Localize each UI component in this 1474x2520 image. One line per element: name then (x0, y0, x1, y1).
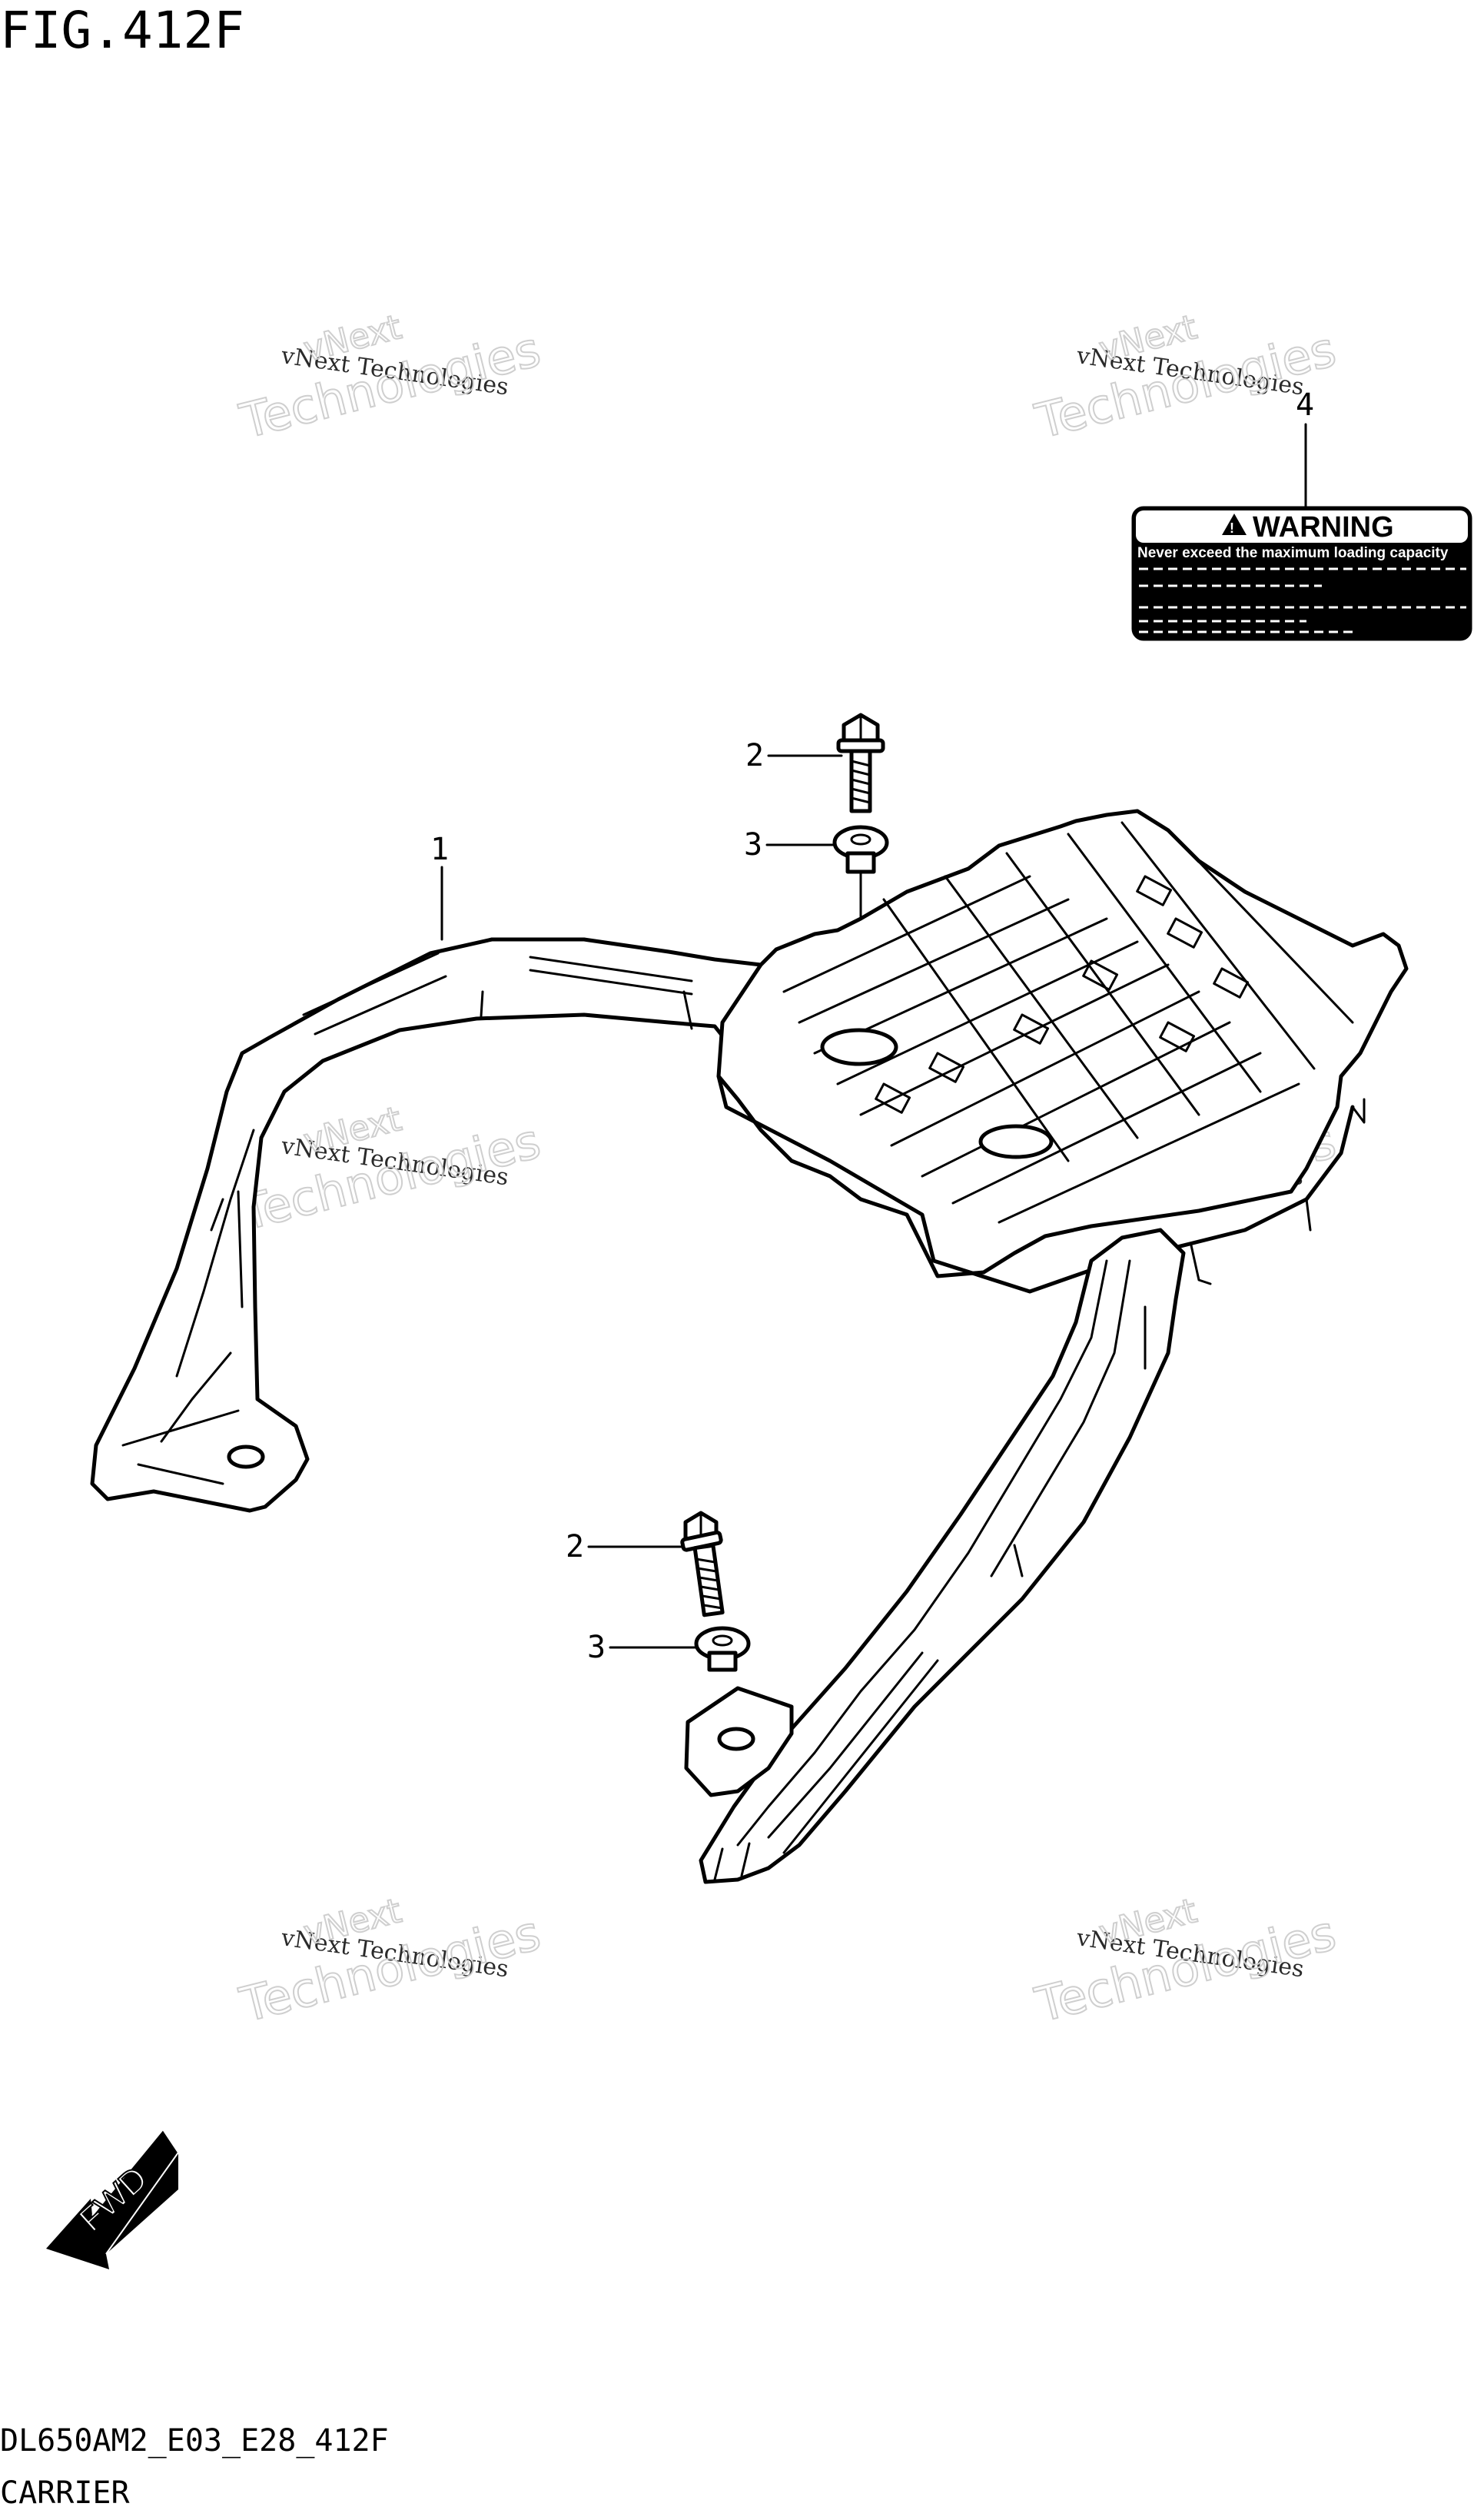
fwd-direction-arrow-icon: FWD (46, 2128, 180, 2269)
callout-3-top: 3 (744, 827, 762, 863)
callout-1: 1 (430, 832, 449, 867)
warning-heading: WARNING (1253, 511, 1394, 544)
warning-triangle-icon (1222, 514, 1247, 535)
figure-title: FIG.412F (0, 1, 244, 60)
bolt-top (836, 713, 885, 813)
callout-4: 4 (1296, 387, 1314, 423)
warning-label: ! WARNING Never exceed the maximum loadi… (1131, 506, 1472, 641)
watermark-top-right: vNext Technologies vNext Technologies (1029, 307, 1342, 450)
diagram-code: DL650AM2_E03_E28_412F (0, 2423, 389, 2458)
warning-line1: Never exceed the maximum loading capacit… (1137, 545, 1449, 561)
diagram-name: CARRIER (0, 2475, 130, 2511)
watermark-mid-left: vNext Technologies vNext Technologies (234, 1099, 546, 1242)
svg-text:!: ! (1230, 520, 1234, 536)
callout-2-bottom: 2 (566, 1529, 584, 1564)
collar-bottom (694, 1626, 751, 1672)
carrier-assembly (90, 809, 1409, 1884)
watermark-bottom-left: vNext Technologies vNext Technologies (234, 1890, 546, 2034)
watermark-bottom-right: vNext Technologies vNext Technologies (1029, 1890, 1342, 2034)
callout-3-bottom: 3 (587, 1630, 606, 1665)
bolt-bottom (680, 1511, 725, 1617)
callout-2-top: 2 (745, 738, 764, 773)
watermark-top-left: vNext Technologies vNext Technologies (234, 307, 546, 450)
